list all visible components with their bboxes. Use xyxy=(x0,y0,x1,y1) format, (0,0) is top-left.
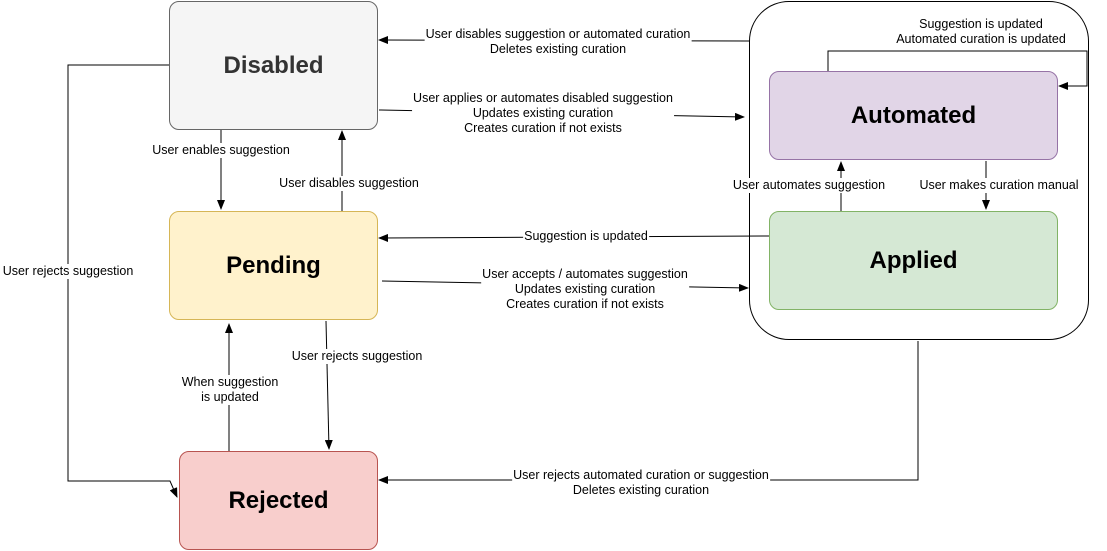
edge-pending-reject xyxy=(324,320,333,450)
label-pending-reject: User rejects suggestion xyxy=(290,349,424,364)
label-disabled-to-group: User applies or automates disabled sugge… xyxy=(412,91,674,136)
label-pending-disable: User disables suggestion xyxy=(278,176,420,191)
label-to-disabled: User disables suggestion or automated cu… xyxy=(424,27,692,57)
state-automated[interactable]: Automated xyxy=(769,71,1058,160)
label-automated-manual: User makes curation manual xyxy=(918,178,1080,193)
edge-disabled-reject xyxy=(67,64,178,498)
state-applied-label: Applied xyxy=(869,246,958,274)
label-enable: User enables suggestion xyxy=(151,143,291,158)
state-disabled[interactable]: Disabled xyxy=(169,1,378,130)
state-rejected[interactable]: Rejected xyxy=(179,451,378,550)
label-applied-automate: User automates suggestion xyxy=(731,178,887,193)
label-applied-to-pending: Suggestion is updated xyxy=(523,229,649,244)
state-automated-label: Automated xyxy=(850,101,977,129)
edge-group-to-rejected xyxy=(378,341,919,484)
state-pending[interactable]: Pending xyxy=(169,211,378,320)
edge-automated-self xyxy=(827,50,1088,90)
state-applied[interactable]: Applied xyxy=(769,211,1058,310)
state-rejected-label: Rejected xyxy=(228,486,329,514)
label-disabled-reject: User rejects suggestion xyxy=(1,264,135,279)
label-group-to-rejected: User rejects automated curation or sugge… xyxy=(512,468,770,498)
state-disabled-label: Disabled xyxy=(223,51,324,79)
state-pending-label: Pending xyxy=(226,251,321,279)
